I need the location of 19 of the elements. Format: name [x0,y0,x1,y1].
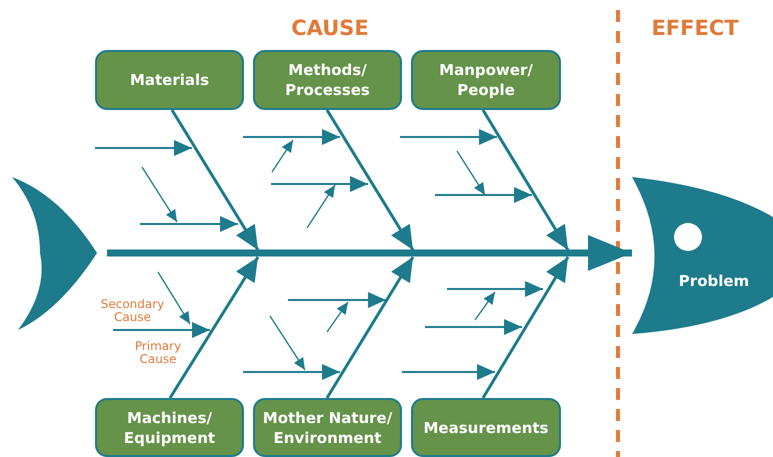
bone-arrow [482,256,570,399]
bone-arrow [326,109,414,251]
category-box: Manpower/ People [411,50,561,110]
fish-head [632,177,773,334]
category-box: Measurements [411,398,561,457]
category-box: Methods/ Processes [253,50,402,110]
bone-arrow [170,109,260,251]
spine-arrow [107,235,632,271]
bone-arrow [482,109,570,251]
category-box: Machines/ Equipment [95,398,244,457]
bone-arrow [326,256,414,399]
heading: EFFECT [650,16,740,40]
category-box: Materials [95,50,244,110]
effect-text: Problem [678,272,750,290]
annotation-label: Primary Cause [134,340,182,366]
heading: CAUSE [290,16,370,40]
bone-arrow [168,256,260,399]
annotation-label: Secondary Cause [100,298,166,324]
category-box: Mother Nature/ Environment [253,398,402,457]
